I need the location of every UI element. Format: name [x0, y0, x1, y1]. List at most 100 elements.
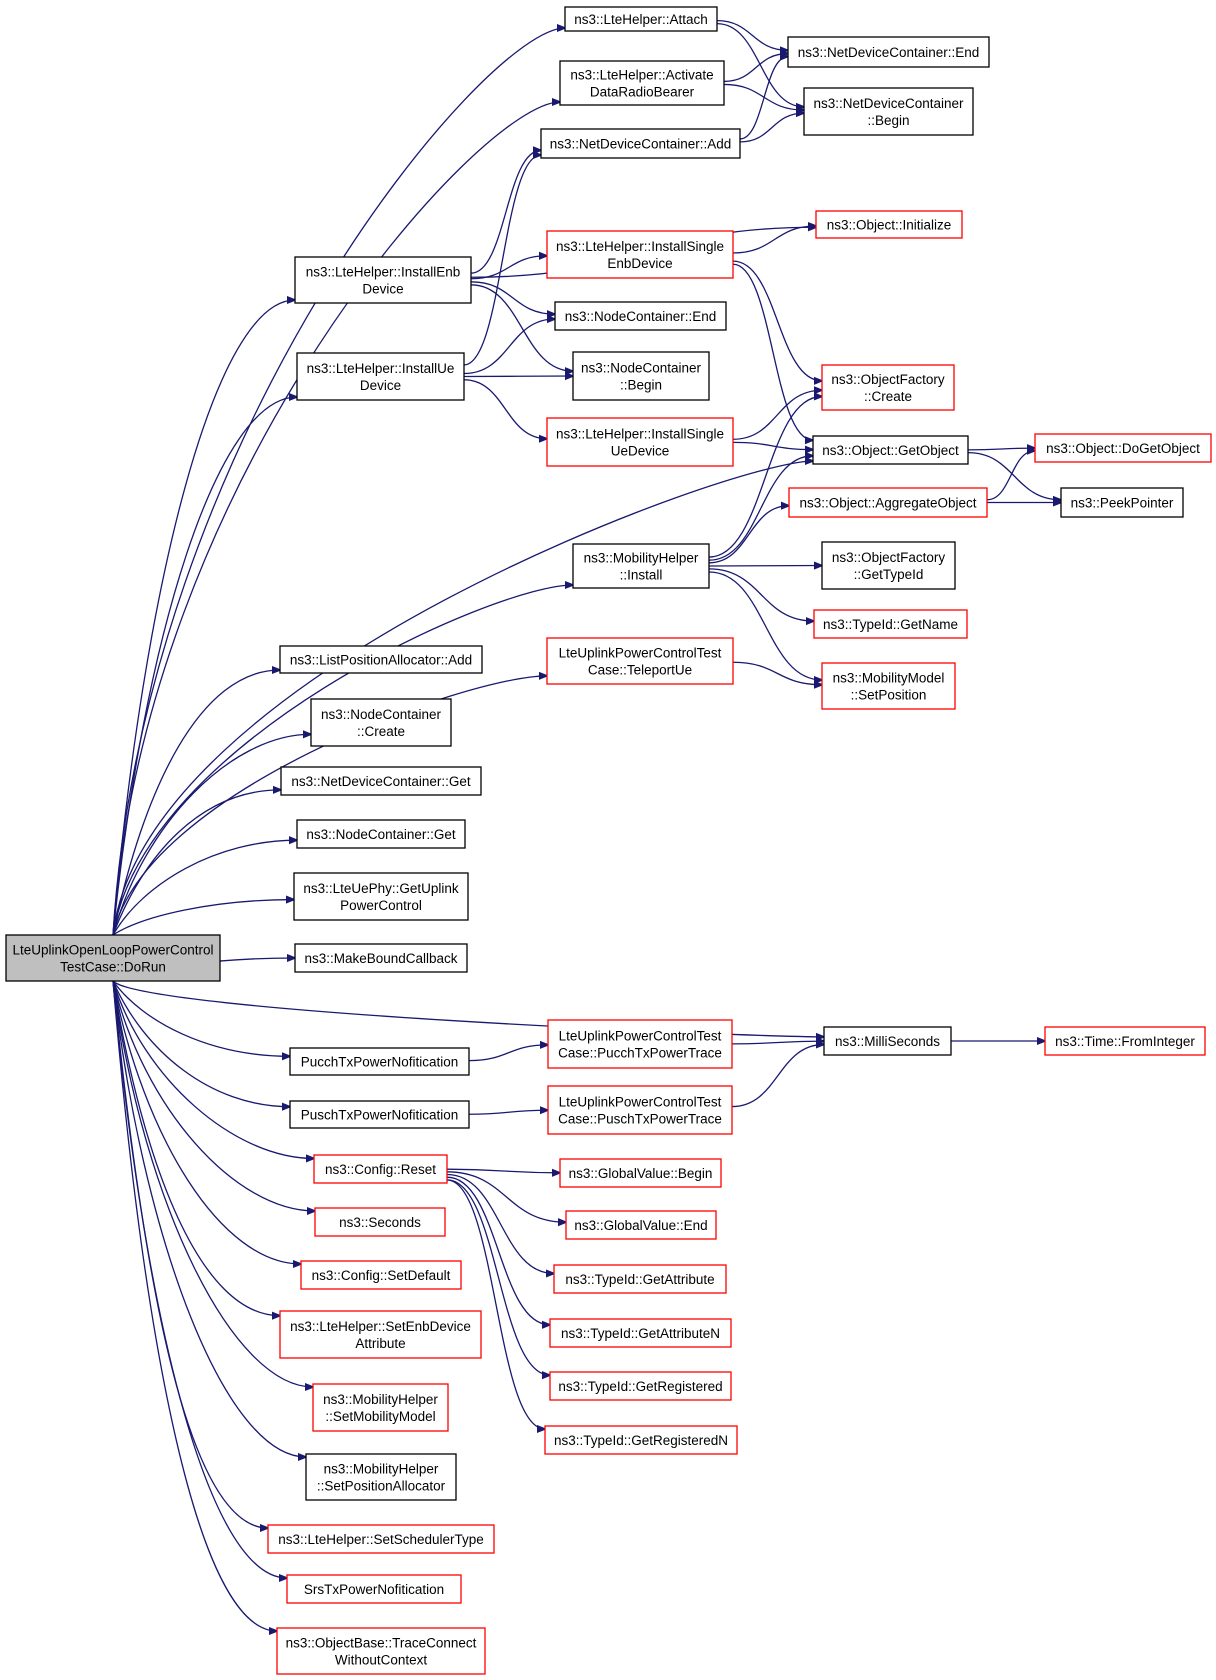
edge-inst-single-ue-to-getobject	[732, 441, 813, 449]
node-tid-getattrn[interactable]: ns3::TypeId::GetAttributeN	[549, 1318, 732, 1348]
node-typeid-name[interactable]: ns3::TypeId::GetName	[813, 609, 968, 639]
edge-root-to-srs-nof	[112, 980, 287, 1578]
node-box	[823, 1026, 952, 1056]
node-box	[787, 36, 990, 68]
node-peekpointer[interactable]: ns3::PeekPointer	[1060, 487, 1184, 518]
node-lpa-add[interactable]: ns3::ListPositionAllocator::Add	[279, 645, 483, 674]
edge-aggregate-to-dogetobject	[986, 451, 1035, 501]
node-label: ns3::ObjectFactory	[832, 550, 946, 565]
node-nc-begin[interactable]: ns3::NodeContainer::Begin	[572, 351, 710, 401]
node-label: PucchTxPowerNofitication	[301, 1055, 459, 1070]
node-ms[interactable]: ns3::MilliSeconds	[823, 1026, 952, 1056]
edge-mob-install-to-typeid-name	[708, 568, 814, 621]
node-srs-nof[interactable]: SrsTxPowerNofitication	[286, 1574, 462, 1604]
edge-root-to-traceconnect	[112, 980, 277, 1631]
node-label: ns3::NetDeviceContainer	[813, 96, 964, 111]
node-ndc-begin[interactable]: ns3::NetDeviceContainer::Begin	[803, 87, 974, 136]
node-traceconnect[interactable]: ns3::ObjectBase::TraceConnectWithoutCont…	[276, 1627, 486, 1675]
node-gv-end[interactable]: ns3::GlobalValue::End	[565, 1210, 717, 1240]
node-dogetobject[interactable]: ns3::Object::DoGetObject	[1034, 433, 1212, 463]
node-label: Case::PucchTxPowerTrace	[558, 1046, 722, 1061]
node-nc-get[interactable]: ns3::NodeContainer::Get	[296, 819, 466, 849]
edge-root-to-ndc-get	[112, 790, 281, 936]
node-label: ns3::NetDeviceContainer::Get	[291, 774, 471, 789]
edge-cfg-reset-to-tid-getregn	[446, 1179, 545, 1429]
edge-root-to-mob-setpos	[112, 980, 306, 1457]
node-objfac-create[interactable]: ns3::ObjectFactory::Create	[821, 364, 955, 411]
node-label: ns3::TypeId::GetName	[823, 617, 958, 632]
node-nc-end[interactable]: ns3::NodeContainer::End	[554, 301, 727, 331]
node-label: ns3::LteHelper::InstallSingle	[556, 427, 724, 442]
edge-inst-single-ue-to-objfac-create	[732, 390, 822, 440]
edge-ndc-add-to-ndc-begin	[739, 113, 804, 143]
node-label: ns3::NodeContainer::End	[565, 309, 717, 324]
node-label: ns3::LteHelper::SetEnbDevice	[290, 1319, 471, 1334]
node-label: SrsTxPowerNofitication	[304, 1582, 444, 1597]
node-fromint[interactable]: ns3::Time::FromInteger	[1044, 1026, 1206, 1056]
node-ndc-end[interactable]: ns3::NetDeviceContainer::End	[787, 36, 990, 68]
node-mbc[interactable]: ns3::MakeBoundCallback	[294, 943, 468, 973]
node-label: ns3::TypeId::GetAttribute	[565, 1272, 714, 1287]
node-box	[788, 487, 988, 518]
node-box	[547, 1085, 733, 1135]
node-pucch-trace[interactable]: LteUplinkPowerControlTestCase::PucchTxPo…	[547, 1019, 733, 1069]
node-box	[564, 6, 718, 32]
node-label: ns3::Object::DoGetObject	[1046, 441, 1200, 456]
node-box	[812, 435, 969, 465]
edge-inst-single-enb-to-getobject	[732, 263, 813, 440]
node-objfac-typeid[interactable]: ns3::ObjectFactory::GetTypeId	[821, 541, 956, 590]
edge-cfg-reset-to-gv-end	[446, 1171, 566, 1222]
node-box	[286, 1574, 462, 1604]
node-box	[540, 128, 741, 159]
node-obj-init[interactable]: ns3::Object::Initialize	[815, 210, 963, 239]
node-ndc-get[interactable]: ns3::NetDeviceContainer::Get	[280, 766, 482, 796]
node-box	[544, 1425, 738, 1455]
node-mob-setpos[interactable]: ns3::MobilityHelper::SetPositionAllocato…	[305, 1453, 457, 1501]
edge-attach-to-ndc-begin	[716, 22, 804, 107]
edge-pusch-nof-to-pusch-trace	[468, 1110, 548, 1115]
edge-root-to-uephy-getpc	[112, 900, 294, 936]
node-box	[559, 1158, 722, 1188]
node-getobject[interactable]: ns3::Object::GetObject	[812, 435, 969, 465]
node-cfg-reset[interactable]: ns3::Config::Reset	[313, 1154, 448, 1184]
node-label: Device	[360, 378, 401, 393]
edge-mob-install-to-getobject	[708, 456, 813, 561]
node-box	[300, 1260, 462, 1290]
node-box	[276, 1627, 486, 1675]
node-cfg-setdefault[interactable]: ns3::Config::SetDefault	[300, 1260, 462, 1290]
node-attach[interactable]: ns3::LteHelper::Attach	[564, 6, 718, 32]
node-pusch-trace[interactable]: LteUplinkPowerControlTestCase::PuschTxPo…	[547, 1085, 733, 1135]
node-mob-setmodel[interactable]: ns3::MobilityHelper::SetMobilityModel	[312, 1383, 449, 1432]
node-nc-create[interactable]: ns3::NodeContainer::Create	[310, 698, 452, 747]
node-label: LteUplinkOpenLoopPowerControl	[12, 943, 213, 958]
node-box	[547, 1019, 733, 1069]
node-gv-begin[interactable]: ns3::GlobalValue::Begin	[559, 1158, 722, 1188]
edge-inst-enb-to-nc-begin	[470, 284, 573, 371]
node-aggregate[interactable]: ns3::Object::AggregateObject	[788, 487, 988, 518]
node-seconds[interactable]: ns3::Seconds	[314, 1207, 446, 1237]
edge-root-to-seconds	[112, 980, 315, 1211]
node-setsched[interactable]: ns3::LteHelper::SetSchedulerType	[267, 1524, 495, 1554]
node-pusch-nof[interactable]: PuschTxPowerNofitication	[289, 1100, 470, 1129]
node-box	[289, 1047, 470, 1076]
node-teleport[interactable]: LteUplinkPowerControlTestCase::TeleportU…	[546, 637, 734, 685]
node-tid-getregn[interactable]: ns3::TypeId::GetRegisteredN	[544, 1425, 738, 1455]
node-setposition[interactable]: ns3::MobilityModel::SetPosition	[821, 662, 956, 710]
node-tid-getattr[interactable]: ns3::TypeId::GetAttribute	[553, 1264, 727, 1294]
edge-root-to-attach	[112, 28, 565, 936]
node-ndc-add[interactable]: ns3::NetDeviceContainer::Add	[540, 128, 741, 159]
node-tid-getreg[interactable]: ns3::TypeId::GetRegistered	[549, 1371, 732, 1401]
node-label: ns3::LteHelper::InstallUe	[307, 361, 455, 376]
node-box	[279, 645, 483, 674]
node-label: PuschTxPowerNofitication	[301, 1108, 459, 1123]
edge-cfg-reset-to-gv-begin	[446, 1169, 560, 1173]
node-mob-install[interactable]: ns3::MobilityHelper::Install	[572, 543, 710, 589]
node-pucch-nof[interactable]: PucchTxPowerNofitication	[289, 1047, 470, 1076]
